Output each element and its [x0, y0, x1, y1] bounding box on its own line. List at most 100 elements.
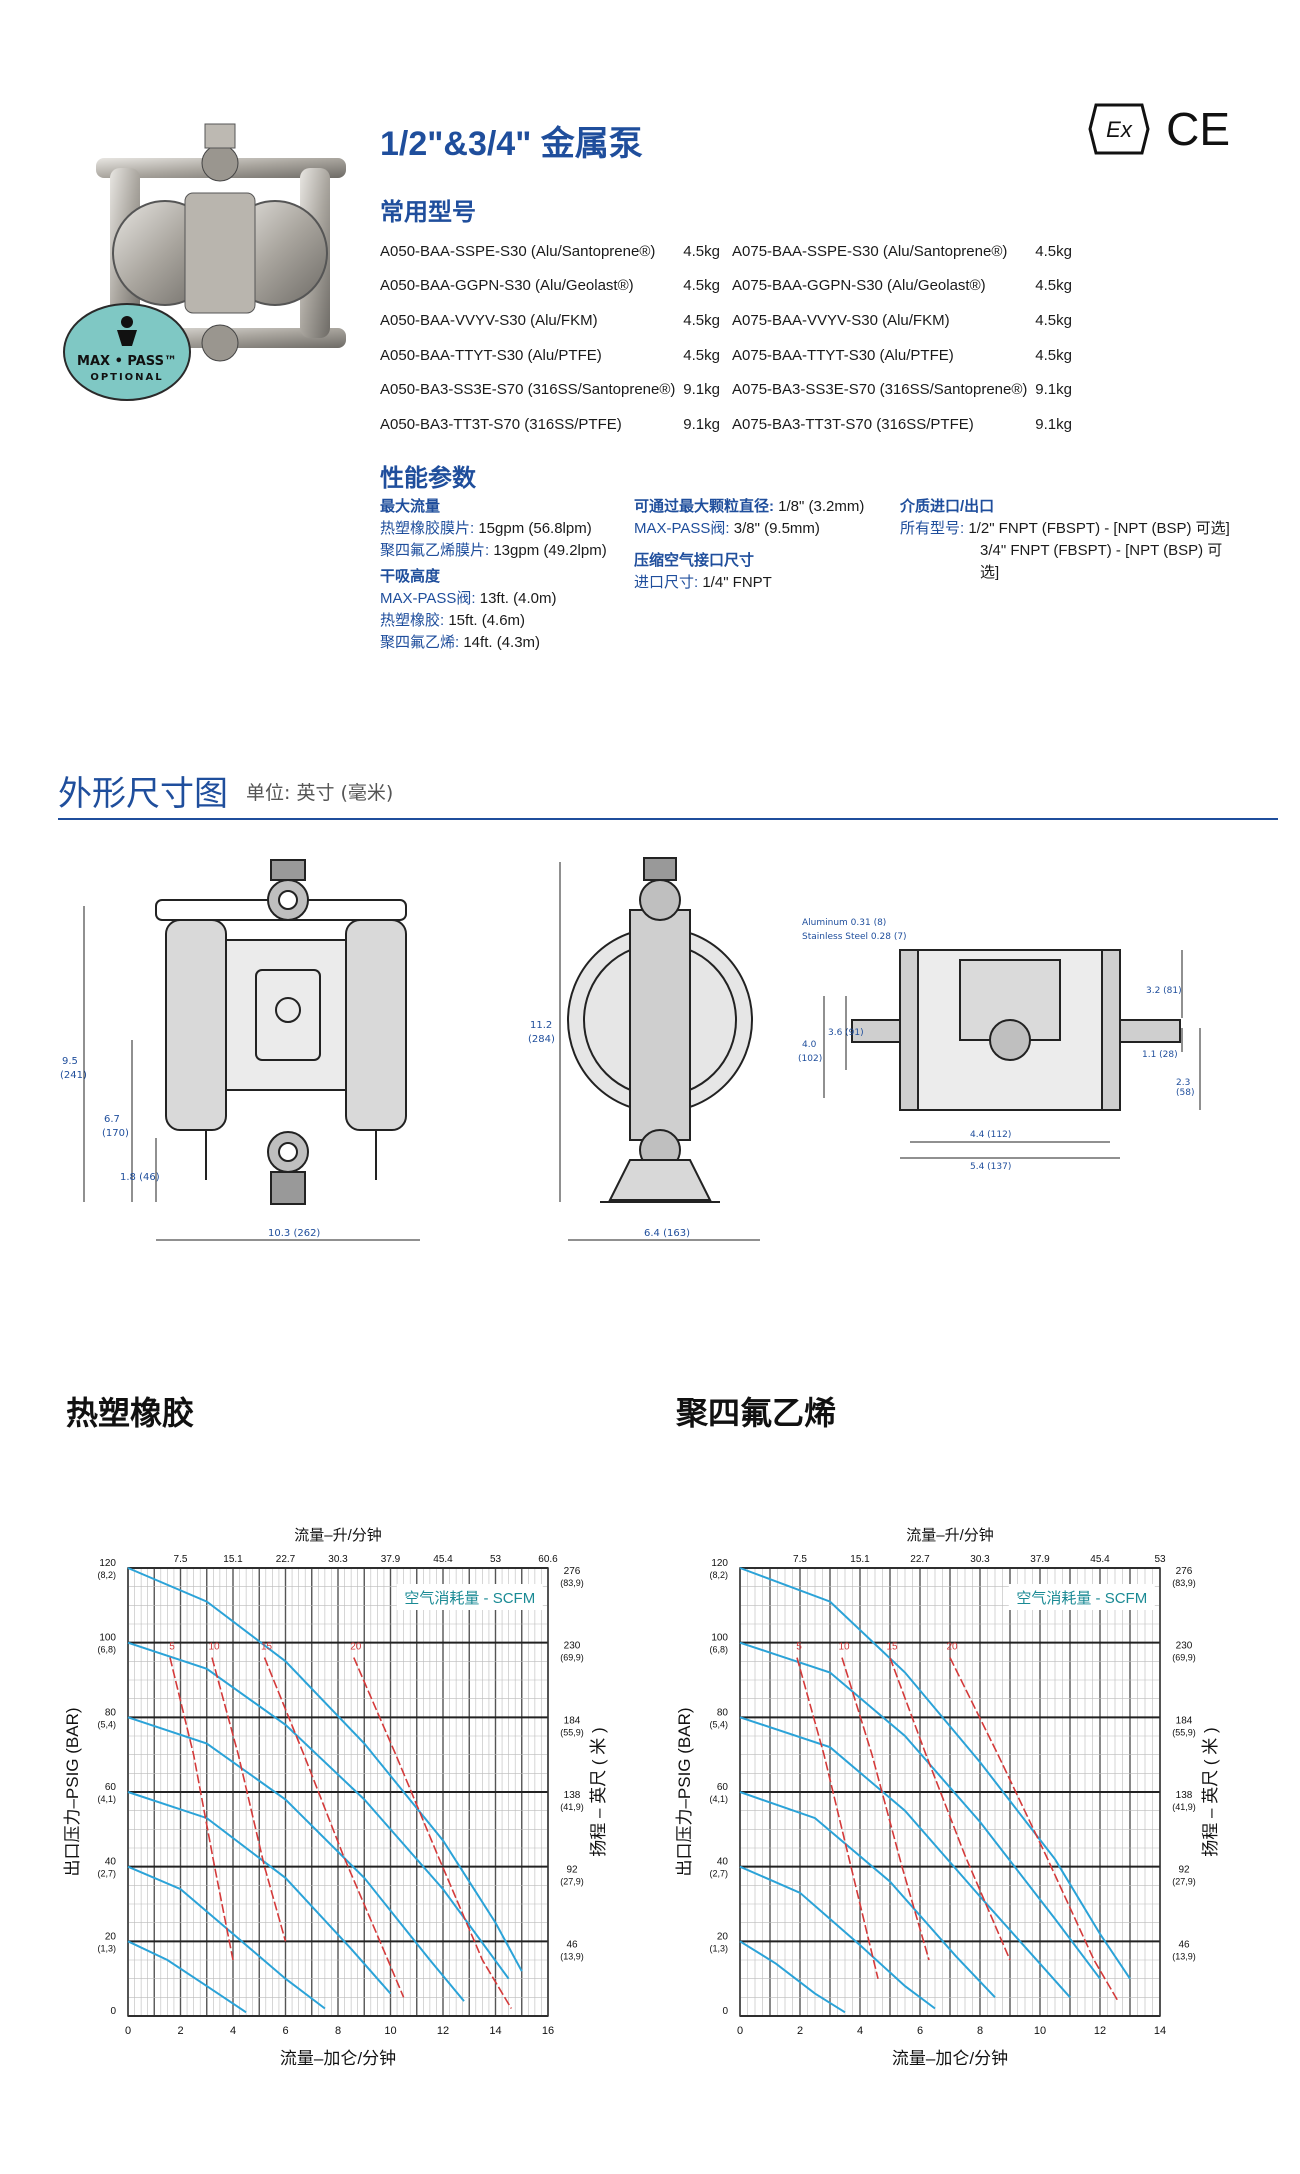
top-dim-40-mm: (102)	[798, 1054, 823, 1064]
scfm-label: 5	[796, 1642, 802, 1653]
air-inlet-value: 1/4" FNPT	[698, 574, 772, 591]
model-row: A075-BAA-TTYT-S30 (Alu/PTFE)4.5kg	[732, 338, 1072, 373]
model-row: A050-BA3-TT3T-S70 (316SS/PTFE)9.1kg	[380, 407, 720, 442]
x-tick-label: 2	[797, 2025, 803, 2037]
max-flow-ptfe-value: 13gpm (49.2lpm)	[489, 542, 607, 559]
model-row: A075-BAA-GGPN-S30 (Alu/Geolast®)4.5kg	[732, 269, 1072, 304]
x-tick-label: 2	[177, 2025, 183, 2037]
y-tick-label: 60	[717, 1782, 729, 1793]
y2-tick-sublabel: (69,9)	[560, 1653, 584, 1663]
scfm-label: 10	[208, 1642, 220, 1653]
model-row: A050-BAA-TTYT-S30 (Alu/PTFE)4.5kg	[380, 338, 720, 373]
scfm-label: 20	[946, 1642, 958, 1653]
y2-tick-label: 230	[1176, 1641, 1193, 1652]
top-tick-label: 7.5	[793, 1554, 807, 1565]
y2-tick-label: 276	[1176, 1566, 1193, 1577]
performance-curve	[127, 1716, 465, 2002]
y2-tick-label: 230	[564, 1641, 581, 1652]
x-tick-label: 10	[384, 2025, 396, 2037]
y2-tick-sublabel: (69,9)	[1172, 1653, 1196, 1663]
top-dim-40: 4.0	[802, 1040, 817, 1050]
y-axis-label: 出口压力–PSIG (BAR)	[675, 1707, 694, 1876]
y2-tick-label: 184	[1176, 1715, 1193, 1726]
model-name: A075-BA3-TT3T-S70 (316SS/PTFE)	[732, 415, 974, 433]
performance-curve	[127, 1940, 247, 2014]
top-tick-label: 30.3	[328, 1554, 348, 1565]
model-name: A075-BAA-GGPN-S30 (Alu/Geolast®)	[732, 277, 986, 295]
y2-tick-sublabel: (83,9)	[560, 1578, 584, 1588]
y-tick-sublabel: (6,8)	[97, 1645, 116, 1655]
model-name: A075-BA3-SS3E-S70 (316SS/Santoprene®)	[732, 381, 1028, 399]
top-axis-label: 流量–升/分钟	[906, 1527, 994, 1544]
port-value-2: 3/4" FNPT (FBSPT) - [NPT (BSP) 可选]	[980, 542, 1223, 581]
top-tick-label: 7.5	[174, 1554, 188, 1565]
y-tick-label: 40	[717, 1857, 729, 1868]
top-tick-label: 53	[1154, 1554, 1166, 1565]
y-tick-sublabel: (4,1)	[709, 1794, 728, 1804]
top-tick-label: 53	[490, 1554, 502, 1565]
model-weight: 9.1kg	[1035, 415, 1072, 433]
y2-tick-label: 46	[1178, 1939, 1190, 1950]
max-flow-tpe-value: 15gpm (56.8lpm)	[474, 520, 592, 537]
port-label: 所有型号:	[900, 520, 965, 537]
atex-ex-icon: Ex	[1088, 103, 1150, 155]
x-tick-label: 14	[489, 2025, 501, 2037]
max-flow-tpe-label: 热塑橡胶膜片:	[380, 520, 475, 537]
performance-col-2: 可通过最大颗粒直径: 1/8" (3.2mm) MAX-PASS阀: 3/8" …	[634, 496, 904, 594]
max-flow-ptfe-label: 聚四氟乙烯膜片:	[380, 542, 490, 559]
top-dim-54: 5.4 (137)	[970, 1162, 1012, 1172]
x-tick-label: 12	[1094, 2025, 1106, 2037]
dry-maxpass-value: 13ft. (4.0m)	[475, 590, 557, 607]
page-title: 1/2"&3/4" 金属泵	[380, 125, 643, 163]
model-row: A075-BA3-SS3E-S70 (316SS/Santoprene®)9.1…	[732, 372, 1072, 407]
top-dim-11: 1.1 (28)	[1142, 1050, 1178, 1060]
scfm-curve	[889, 1657, 1011, 1961]
side-dim-112: 11.2	[530, 1020, 553, 1031]
dry-tpe-label: 热塑橡胶:	[380, 612, 445, 629]
y2-tick-label: 184	[564, 1715, 581, 1726]
svg-text:Ex: Ex	[1106, 117, 1133, 142]
y-tick-sublabel: (8,2)	[709, 1570, 728, 1580]
dimensions-heading: 外形尺寸图	[58, 775, 228, 813]
front-dim-95: 9.5	[62, 1056, 78, 1067]
legend-box	[396, 1584, 543, 1610]
top-dim-36: 3.6 (91)	[828, 1028, 864, 1038]
performance-curve	[127, 1865, 326, 2010]
model-row: A075-BAA-VVYV-S30 (Alu/FKM)4.5kg	[732, 303, 1072, 338]
performance-col-1: 最大流量 热塑橡胶膜片: 15gpm (56.8lpm) 聚四氟乙烯膜片: 13…	[380, 496, 620, 654]
x-tick-label: 8	[977, 2025, 983, 2037]
x-tick-label: 4	[230, 2025, 236, 2037]
y-tick-sublabel: (6,8)	[709, 1645, 728, 1655]
y-tick-label: 0	[110, 2006, 116, 2017]
chart-title-tpe: 热塑橡胶	[66, 1395, 195, 1431]
max-flow-heading: 最大流量	[380, 498, 441, 515]
model-row: A075-BAA-SSPE-S30 (Alu/Santoprene®)4.5kg	[732, 234, 1072, 269]
y-tick-label: 40	[105, 1857, 117, 1868]
model-row: A050-BA3-SS3E-S70 (316SS/Santoprene®)9.1…	[380, 372, 720, 407]
y2-tick-sublabel: (41,9)	[560, 1802, 584, 1812]
particle-maxpass-label: MAX-PASS阀:	[634, 520, 730, 537]
model-name: A075-BAA-SSPE-S30 (Alu/Santoprene®)	[732, 242, 1008, 260]
front-dim-103: 10.3 (262)	[268, 1228, 321, 1239]
y2-tick-label: 138	[564, 1790, 581, 1801]
y-tick-sublabel: (1,3)	[97, 1943, 116, 1953]
model-name: A050-BA3-SS3E-S70 (316SS/Santoprene®)	[380, 381, 676, 399]
x-tick-label: 8	[335, 2025, 341, 2037]
model-weight: 4.5kg	[683, 311, 720, 329]
y-tick-label: 0	[722, 2006, 728, 2017]
model-row: A050-BAA-VVYV-S30 (Alu/FKM) 4.5kg	[380, 303, 720, 338]
model-weight: 4.5kg	[1035, 311, 1072, 329]
top-tick-label: 15.1	[223, 1554, 243, 1565]
y2-tick-label: 276	[564, 1566, 581, 1577]
dry-maxpass-label: MAX-PASS阀:	[380, 590, 476, 607]
scfm-curve	[949, 1657, 1119, 2002]
section-rule	[58, 818, 1278, 820]
x-tick-label: 0	[125, 2025, 131, 2037]
y-tick-label: 100	[711, 1633, 728, 1644]
model-name: A050-BAA-VVYV-S30 (Alu/FKM)	[380, 311, 598, 329]
front-dim-67-mm: (170)	[102, 1128, 129, 1139]
